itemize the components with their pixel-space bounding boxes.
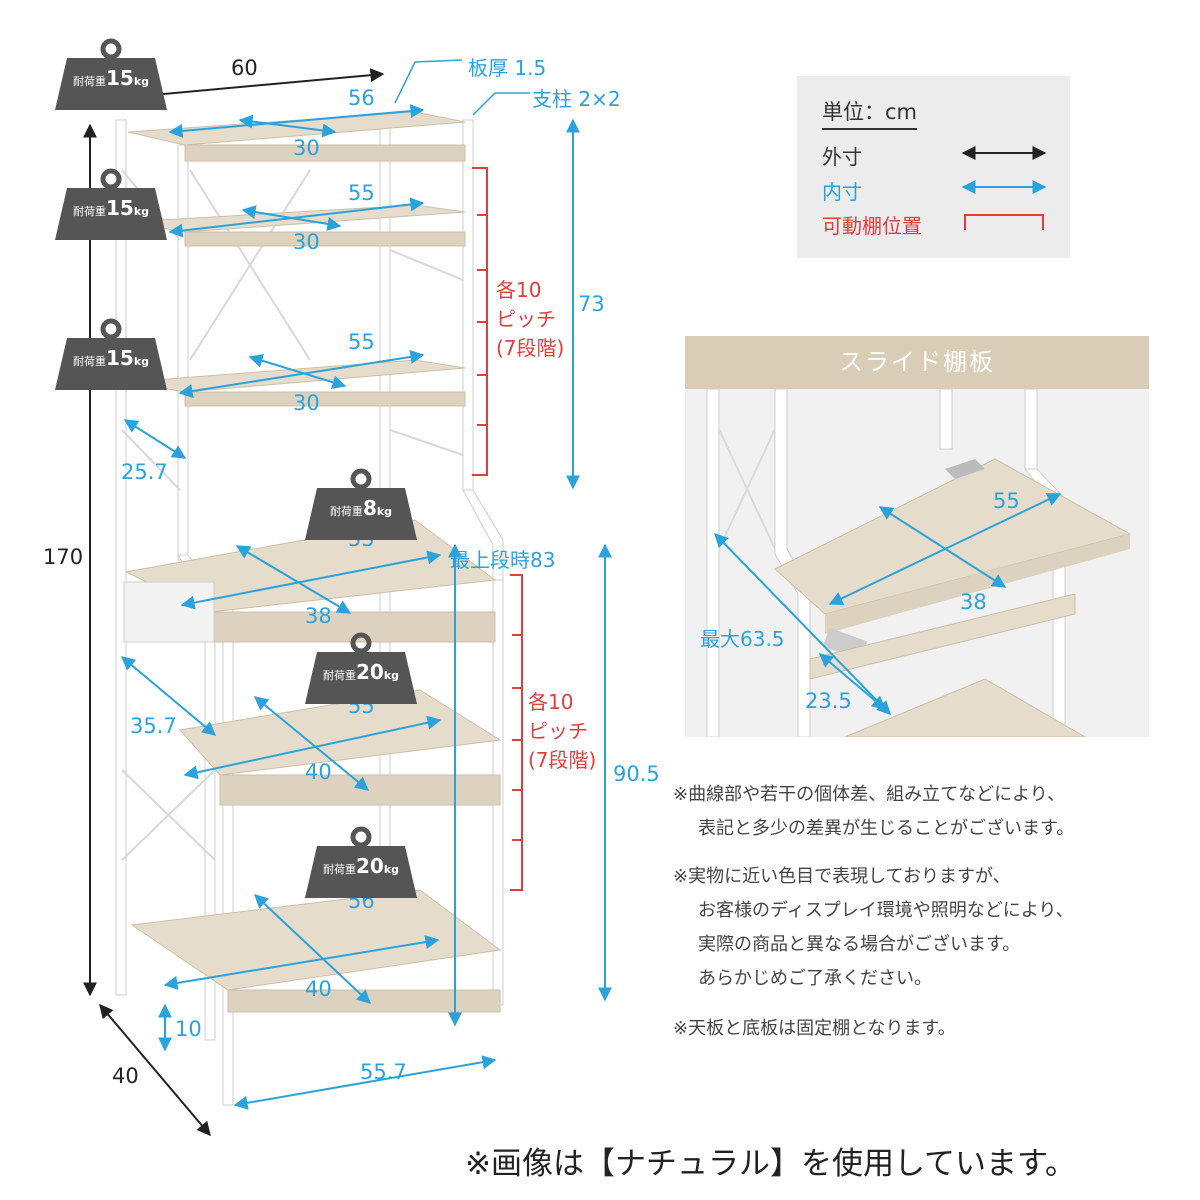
pitch-line: 各10 (496, 278, 542, 302)
outer-width-label: 60 (231, 56, 258, 80)
slide-width-label: 55 (993, 489, 1020, 513)
note-line: 表記と多少の差異が生じることがございます。 (698, 818, 1075, 839)
upper-side-depth-label: 25.7 (121, 460, 168, 484)
lower-height-label: 90.5 (613, 762, 660, 786)
top-level-height-label: 最上段時83 (450, 548, 556, 572)
upper-height-label: 73 (578, 292, 605, 316)
note-line: ※曲線部や若干の個体差、組み立てなどにより、 (673, 784, 1065, 805)
outer-depth-label: 40 (112, 1064, 139, 1088)
total-height-label: 170 (43, 545, 84, 569)
load-weight-text: 耐荷重8kg (329, 496, 393, 520)
slide-max-label: 最大63.5 (700, 627, 785, 651)
shelf3-depth-label: 30 (293, 391, 320, 415)
legend-outer-label: 外寸 (822, 145, 862, 169)
movable-brackets (472, 167, 523, 891)
load-weight-badge: 耐荷重20kg (305, 826, 417, 898)
load-weight-badge: 耐荷重20kg (305, 632, 417, 704)
load-weight-text: 耐荷重15kg (72, 196, 150, 220)
slide-depth-label: 38 (960, 590, 987, 614)
shelf-bottom (130, 889, 502, 991)
shelf5-depth-label: 40 (305, 760, 332, 784)
load-weight-badge: 耐荷重15kg (55, 38, 167, 110)
load-weight-text: 耐荷重15kg (72, 66, 150, 90)
legend-unit: 単位：cm (822, 96, 918, 130)
note-line: ※実物に近い色目で表現しておりますが、 (673, 866, 1011, 887)
legend-swatches (961, 146, 1047, 230)
footer-note: ※画像は【ナチュラル】を使用しています。 (465, 1146, 1076, 1182)
lower-pitch-label: 各10 ピッチ (7段階) (528, 688, 596, 775)
rack-diagram (83, 59, 612, 1137)
load-weight-text: 耐荷重15kg (72, 346, 150, 370)
lower-side-depth-label: 35.7 (130, 714, 177, 738)
shelf2-depth-label: 30 (293, 230, 320, 254)
note-line: あらかじめご了承ください。 (698, 968, 932, 989)
post-size-label: 支柱 2×2 (532, 87, 621, 111)
board-thickness-label: 板厚 1.5 (468, 56, 547, 80)
slide-depth-label: 38 (305, 604, 332, 628)
legend-inner-label: 内寸 (822, 180, 862, 204)
note-line: ※天板と底板は固定棚となります。 (673, 1018, 956, 1039)
bottom-depth-label: 40 (305, 977, 332, 1001)
load-weight-text: 耐荷重20kg (322, 854, 400, 878)
slide-travel-label: 23.5 (805, 689, 852, 713)
top-inner-width-label: 56 (348, 86, 375, 110)
pitch-line: 各10 (528, 690, 574, 714)
load-weight-badge: 耐荷重8kg (305, 468, 417, 540)
note-line: 実際の商品と異なる場合がございます。 (698, 934, 1021, 955)
pitch-line: ピッチ (528, 719, 588, 743)
slide-panel (685, 389, 1149, 737)
pitch-line: (7段階) (496, 336, 565, 360)
bottom-outer-width-label: 55.7 (360, 1060, 407, 1084)
load-weight-text: 耐荷重20kg (322, 660, 400, 684)
note-line: お客様のディスプレイ環境や照明などにより、 (698, 900, 1074, 921)
legend-movable-label: 可動棚位置 (822, 214, 922, 238)
load-weight-badge: 耐荷重15kg (55, 318, 167, 390)
legend (797, 76, 1070, 258)
slide-shelf-illustration (706, 389, 1132, 737)
pitch-line: ピッチ (496, 307, 556, 331)
upper-pitch-label: 各10 ピッチ (7段階) (496, 276, 564, 363)
load-weight-badge: 耐荷重15kg (55, 168, 167, 240)
pitch-line: (7段階) (528, 748, 597, 772)
top-inner-depth-label: 30 (293, 136, 320, 160)
shelf3-width-label: 55 (348, 330, 375, 354)
slide-panel-title: スライド棚板 (685, 336, 1149, 389)
leg-height-label: 10 (175, 1017, 202, 1041)
shelf2-width-label: 55 (348, 181, 375, 205)
